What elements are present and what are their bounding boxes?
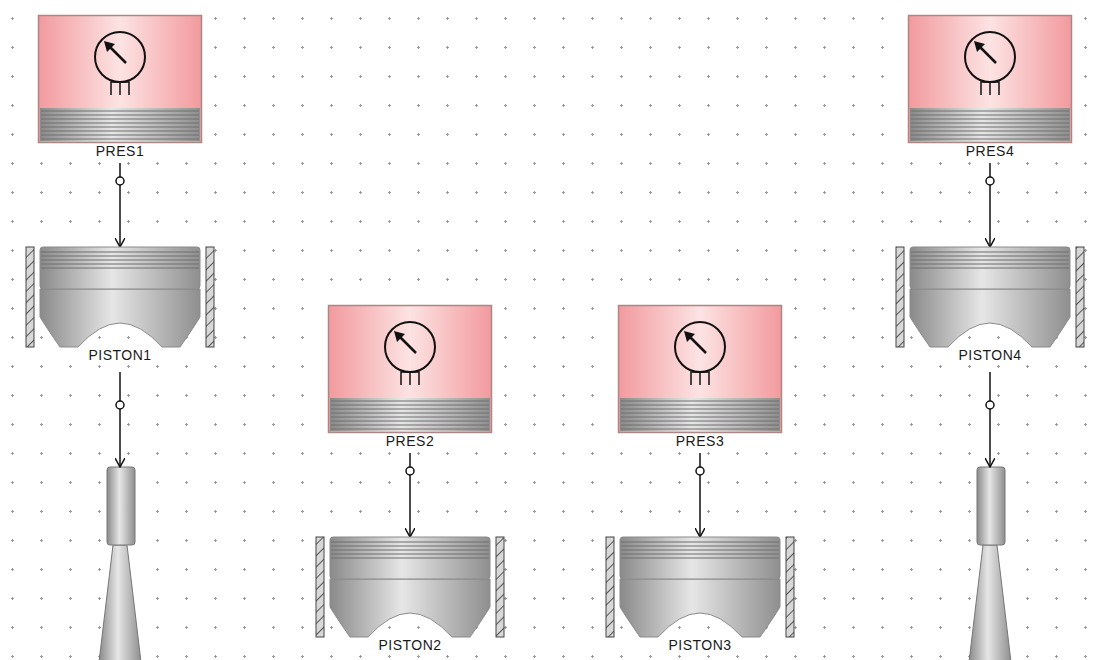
piston-icon: [40, 247, 200, 347]
piston-icon: [620, 537, 780, 637]
pressure-gauge-icon: [908, 15, 1072, 143]
piston-block: PISTON1: [40, 247, 200, 363]
connector-layer: [116, 163, 994, 536]
connector: [116, 163, 124, 246]
rod-link: [116, 372, 994, 466]
pressure-gauge-icon: [38, 15, 202, 143]
block-label: PRES2: [328, 433, 492, 449]
block-label: PRES1: [38, 143, 202, 159]
block-label: PISTON1: [40, 347, 200, 363]
connector: [696, 453, 704, 536]
piston-icon: [330, 537, 490, 637]
block-label: PRES4: [908, 143, 1072, 159]
piston-icon: [910, 247, 1070, 347]
pressure-block: PRES3: [618, 305, 782, 449]
pressure-block: PRES4: [908, 15, 1072, 159]
pressure-gauge-icon: [618, 305, 782, 433]
connector: [406, 453, 414, 536]
piston-block: PISTON2: [330, 537, 490, 653]
connector: [986, 163, 994, 246]
block-label: PISTON3: [620, 637, 780, 653]
connecting-rod: [99, 467, 1011, 660]
pressure-gauge-icon: [328, 305, 492, 433]
piston-block: PISTON4: [910, 247, 1070, 363]
cylinder-walls: [26, 247, 1084, 637]
piston-block: PISTON3: [620, 537, 780, 653]
block-label: PISTON4: [910, 347, 1070, 363]
pressure-block: PRES1: [38, 15, 202, 159]
block-label: PRES3: [618, 433, 782, 449]
pressure-block: PRES2: [328, 305, 492, 449]
block-label: PISTON2: [330, 637, 490, 653]
